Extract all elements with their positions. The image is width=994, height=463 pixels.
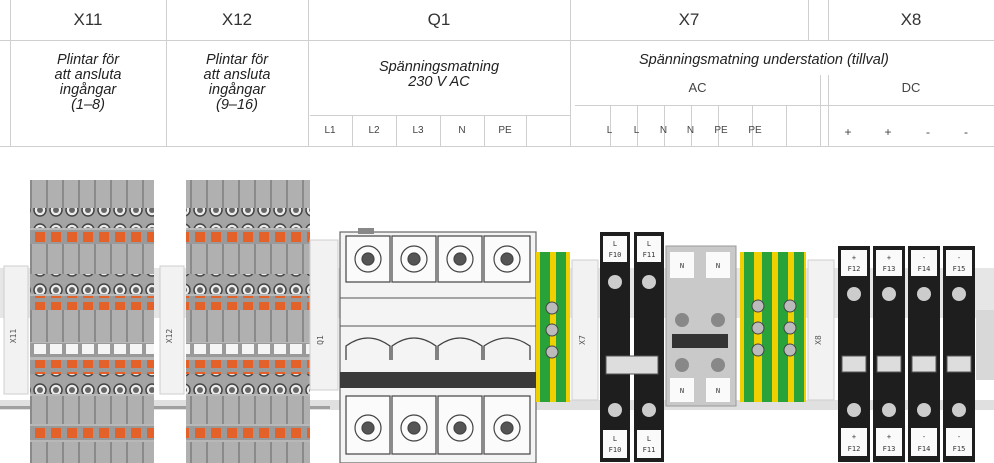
subgroup-dc: DC — [901, 80, 921, 95]
svg-text:-: - — [957, 254, 961, 262]
terminal-label: L — [606, 125, 613, 136]
terminal-label: L2 — [368, 125, 380, 136]
terminal-block-x12: X12 — [159, 180, 310, 463]
terminal-label: N — [686, 125, 695, 136]
svg-text:L: L — [647, 435, 651, 443]
col-desc-x7x8: Spänningsmatning understation (tillval) — [639, 52, 889, 68]
svg-text:F10: F10 — [609, 251, 622, 259]
terminal-block-x7: X7 L L F10 F11 L L F10 F11 N N N N — [571, 232, 806, 462]
subgroup-ac: AC — [688, 80, 707, 95]
row-divider-x7x8 — [575, 105, 994, 106]
svg-text:X12: X12 — [165, 329, 174, 344]
svg-text:N: N — [680, 262, 684, 270]
svg-text:F11: F11 — [643, 446, 656, 454]
svg-text:X8: X8 — [814, 335, 823, 345]
terminal-label: PE — [748, 125, 762, 136]
terminal-label: + — [844, 125, 852, 139]
svg-text:F13: F13 — [883, 445, 896, 453]
svg-text:F13: F13 — [883, 265, 896, 273]
col-title-x8: X8 — [900, 10, 922, 29]
col-desc-q1: Spänningsmatning 230 V AC — [378, 59, 500, 90]
svg-text:N: N — [716, 387, 720, 395]
terminal-label: - — [964, 125, 968, 139]
svg-text:Q1: Q1 — [316, 335, 325, 345]
svg-text:L: L — [613, 435, 617, 443]
col-desc-x12: Plintar för att ansluta ingångar (9–16) — [203, 52, 271, 113]
terminal-label: + — [884, 125, 892, 139]
svg-text:F15: F15 — [953, 445, 966, 453]
fuse-holder — [838, 246, 870, 462]
svg-text:N: N — [680, 387, 684, 395]
col-desc-x11: Plintar för att ansluta ingångar (1–8) — [54, 52, 122, 113]
terminal-label: N — [458, 125, 466, 136]
svg-text:F15: F15 — [953, 265, 966, 273]
circuit-breaker-q1: Q1 — [309, 228, 570, 463]
col-title-x12: X12 — [221, 10, 253, 29]
svg-text:N: N — [716, 262, 720, 270]
col-title-q1: Q1 — [427, 10, 451, 29]
col-title-x7: X7 — [678, 10, 700, 29]
terminal-label: N — [659, 125, 668, 136]
svg-text:-: - — [922, 433, 926, 441]
fuse-holder — [873, 246, 905, 462]
terminal-label: L1 — [324, 125, 336, 136]
svg-text:+: + — [852, 254, 856, 262]
terminal-label: L — [633, 125, 640, 136]
din-rail-illustration: X11 X12 Q1 — [0, 180, 994, 463]
svg-text:F12: F12 — [848, 445, 861, 453]
svg-text:X11: X11 — [9, 329, 18, 344]
terminal-label: L3 — [412, 125, 424, 136]
svg-text:+: + — [887, 254, 891, 262]
col-title-x11: X11 — [73, 10, 103, 29]
terminal-label: PE — [714, 125, 728, 136]
svg-text:-: - — [957, 433, 961, 441]
fuse-holder — [943, 246, 975, 462]
svg-text:+: + — [887, 433, 891, 441]
terminal-label: PE — [498, 125, 512, 136]
svg-text:F14: F14 — [918, 445, 931, 453]
svg-text:F14: F14 — [918, 265, 931, 273]
svg-text:F12: F12 — [848, 265, 861, 273]
svg-text:L: L — [613, 240, 617, 248]
svg-text:X7: X7 — [578, 335, 587, 345]
svg-text:+: + — [852, 433, 856, 441]
terminal-label: - — [926, 125, 930, 139]
row-divider-1 — [0, 40, 994, 41]
svg-text:-: - — [922, 254, 926, 262]
svg-text:L: L — [647, 240, 651, 248]
terminal-block-x11: X11 — [3, 180, 154, 463]
row-divider-2 — [0, 146, 994, 147]
fuse-holder — [908, 246, 940, 462]
svg-text:F11: F11 — [643, 251, 656, 259]
svg-text:F10: F10 — [609, 446, 622, 454]
terminal-block-x8: X8 + F12 + F12 + F13 + F13 - F14 - F14 - F15 - F15 — [807, 246, 994, 462]
